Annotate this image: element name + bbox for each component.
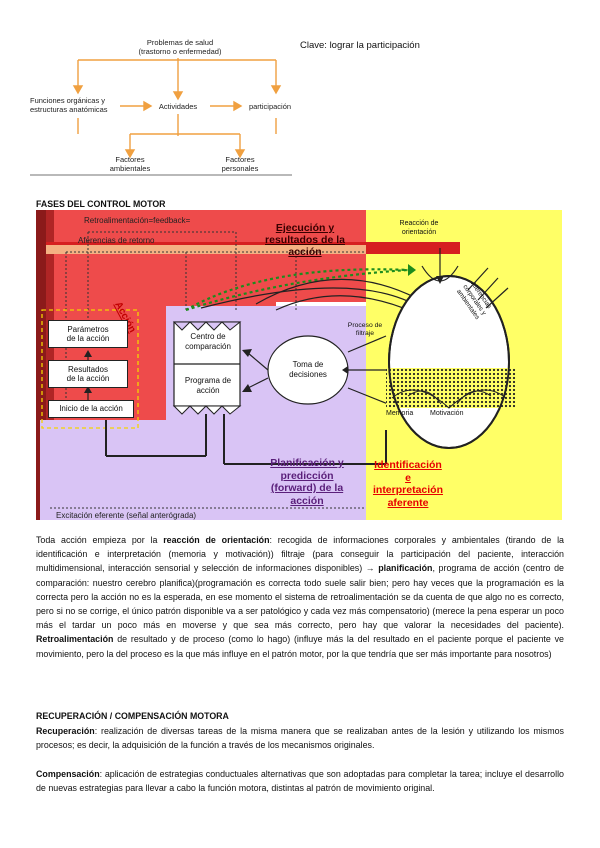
recovery-paragraph: Recuperación: realización de diversas ta… [36,724,564,752]
icf-environmental: Factores ambientales [109,155,151,173]
identification-title: Identificación e interpretación aferente [372,459,443,509]
action-dashed-frame [41,309,139,429]
bold-feedback: Retroalimentación [36,634,114,645]
memory-label: Memoria [386,410,414,417]
decisions-label: Toma de decisiones [289,360,327,379]
afferents-return-label: Aferencias de retorno [78,236,155,245]
key-note: Clave: lograr la participación [300,40,420,51]
text-span: : aplicación de estrategias conductuales… [36,769,564,794]
efferent-label: Excitación eferente (señal anterógrada) [56,511,197,520]
text-span: , programa de acción (centro de comparac… [36,563,564,631]
recovery-title: RECUPERACIÓN / COMPENSACIÓN MOTORA [36,711,229,721]
diagram-graphics [36,210,562,520]
start-box: Inicio de la acción [48,400,134,418]
compensation-paragraph: Compensación: aplicación de estrategias … [36,767,564,795]
text-span: de resultado y de proceso (como lo hago)… [36,634,564,659]
icf-problems: Problemas de salud (trastorno o enfermed… [138,38,222,56]
icf-connectors [30,58,292,176]
results-box: Resultados de la acción [48,360,128,388]
text-span: Toda acción empieza por la [36,535,164,545]
feedback-label: Retroalimentación=feedback= [84,216,191,225]
bold-compensation: Compensación [36,769,100,779]
bold-orientation: reacción de orientación [163,535,270,545]
icf-participation: participación [248,102,292,111]
left-dark-band [36,210,46,520]
params-box: Parámetros de la acción [48,320,128,348]
section-title-fases: FASES DEL CONTROL MOTOR [36,199,166,209]
execution-title: Ejecución y resultados de la acción [265,222,345,258]
paragraph-motor-phases: Toda acción empieza por la reacción de o… [36,533,564,661]
icf-functions: Funciones orgánicas y estructuras anatóm… [30,96,108,114]
comparison-label: Centro de comparación [185,332,231,351]
bold-recovery: Recuperación [36,726,95,736]
text-span: : recogida de informaciones corporales y… [36,535,564,574]
program-label: Programa de acción [184,376,232,395]
icf-personal: Factores personales [221,155,259,173]
motivation-label: Motivación [430,410,464,417]
planning-title: Planificación y predicción (forward) de … [270,457,344,507]
text-span: : realización de diversas tareas de la m… [36,726,564,751]
icf-activities: Actividades [158,102,198,111]
bold-planning: planificación [378,563,433,574]
orientation-label: Reacción de orientación [399,220,439,236]
filter-process-label: Proceso de filtraje [347,322,383,337]
